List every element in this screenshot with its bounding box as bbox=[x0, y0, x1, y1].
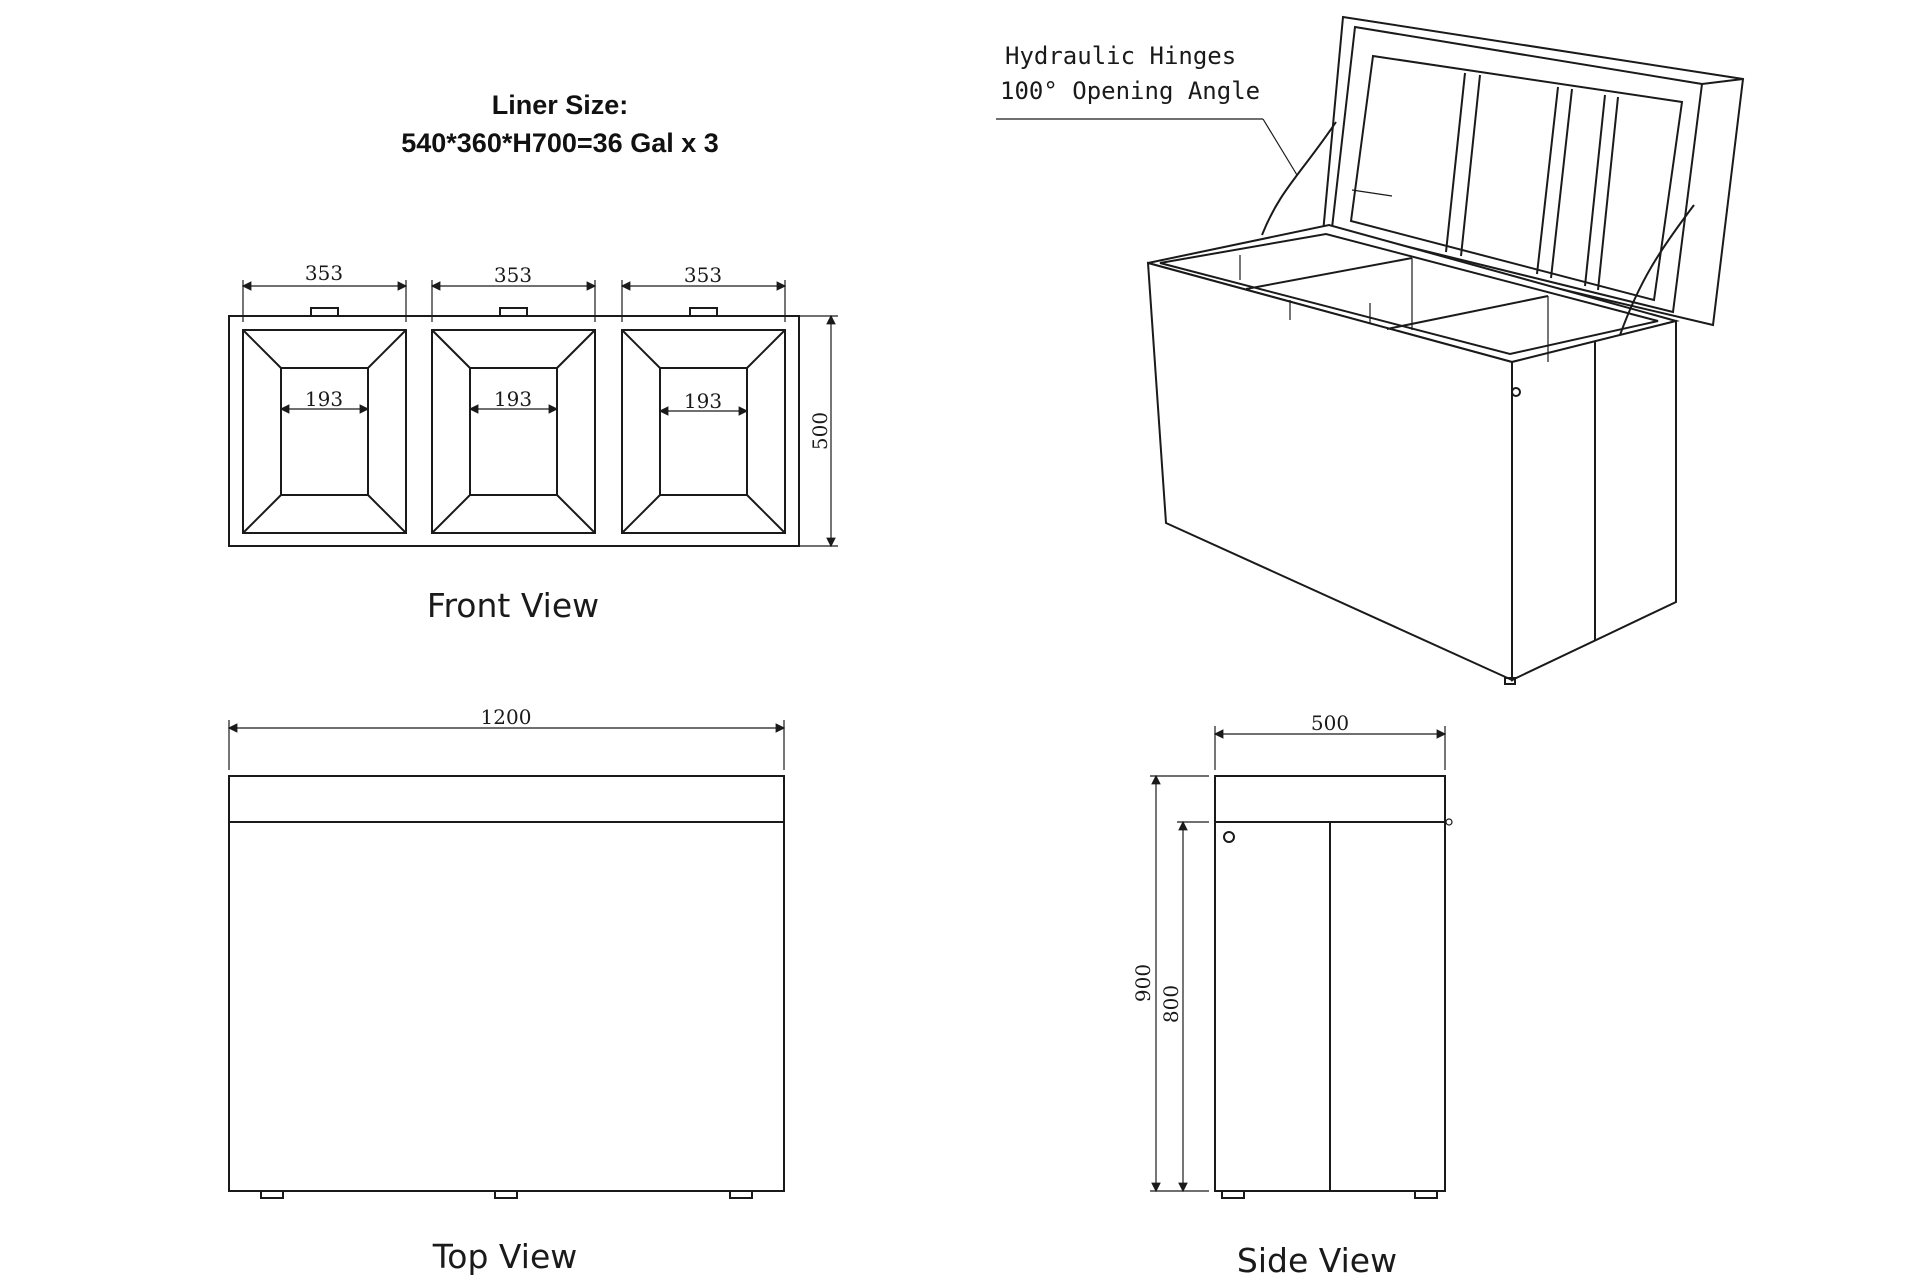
top-view-label: Top View bbox=[432, 1237, 578, 1276]
liner-size-spec: 540*360*H700=36 Gal x 3 bbox=[401, 128, 719, 158]
callout-line-1: Hydraulic Hinges bbox=[1005, 42, 1236, 70]
front-width-label-3: 353 bbox=[684, 263, 722, 287]
front-width-label-2: 353 bbox=[494, 263, 532, 287]
side-view-foot bbox=[1414, 1190, 1438, 1199]
front-view-label: Front View bbox=[427, 586, 599, 625]
top-view: 1200 Top View bbox=[227, 705, 786, 1276]
iso-body bbox=[1146, 223, 1680, 685]
lock-icon bbox=[1223, 831, 1235, 843]
front-width-label-1: 353 bbox=[305, 261, 343, 285]
side-view-label: Side View bbox=[1237, 1241, 1397, 1280]
front-depth-label: 500 bbox=[808, 412, 832, 450]
front-width-dimensions: 353 353 353 bbox=[241, 261, 787, 322]
side-width-dimension: 500 bbox=[1213, 711, 1447, 770]
iso-hydraulic-hinges bbox=[1261, 121, 1695, 336]
top-view-foot bbox=[729, 1190, 753, 1199]
callout-line-2: 100° Opening Angle bbox=[1000, 77, 1260, 105]
front-opening-label-1: 193 bbox=[305, 387, 343, 411]
front-opening-label-2: 193 bbox=[494, 387, 532, 411]
front-view-outline bbox=[228, 315, 800, 547]
front-view: 353 353 353 193 193 193 500 Front View bbox=[228, 261, 838, 625]
front-depth-dimension: 500 bbox=[799, 314, 838, 548]
front-opening-dimensions: 193 193 193 bbox=[279, 387, 749, 416]
top-view-outline bbox=[228, 775, 785, 1192]
top-width-dimension: 1200 bbox=[227, 705, 786, 770]
side-view-foot bbox=[1221, 1190, 1245, 1199]
liner-size-title: Liner Size: 540*360*H700=36 Gal x 3 bbox=[300, 86, 820, 162]
top-view-foot bbox=[494, 1190, 518, 1199]
isometric-view: Hydraulic Hinges 100° Opening Angle bbox=[996, 15, 1745, 685]
side-view: 500 900 800 Side View bbox=[1131, 711, 1453, 1280]
front-compartment-2 bbox=[431, 307, 596, 534]
side-height-total-label: 900 bbox=[1131, 964, 1155, 1002]
top-width-label: 1200 bbox=[481, 705, 532, 729]
front-compartment-3 bbox=[621, 307, 786, 534]
iso-lid bbox=[1321, 15, 1745, 327]
liner-size-heading: Liner Size: bbox=[491, 90, 629, 120]
iso-lock-icon bbox=[1511, 387, 1521, 397]
front-opening-label-3: 193 bbox=[684, 389, 722, 413]
top-view-foot bbox=[260, 1190, 284, 1199]
hinge-callout: Hydraulic Hinges 100° Opening Angle bbox=[996, 42, 1298, 176]
hinge-pin-icon bbox=[1445, 818, 1453, 826]
side-width-label: 500 bbox=[1311, 711, 1349, 735]
side-height-body-label: 800 bbox=[1159, 985, 1183, 1023]
front-compartment-1 bbox=[242, 307, 407, 534]
side-height-dimensions: 900 800 bbox=[1131, 774, 1209, 1193]
